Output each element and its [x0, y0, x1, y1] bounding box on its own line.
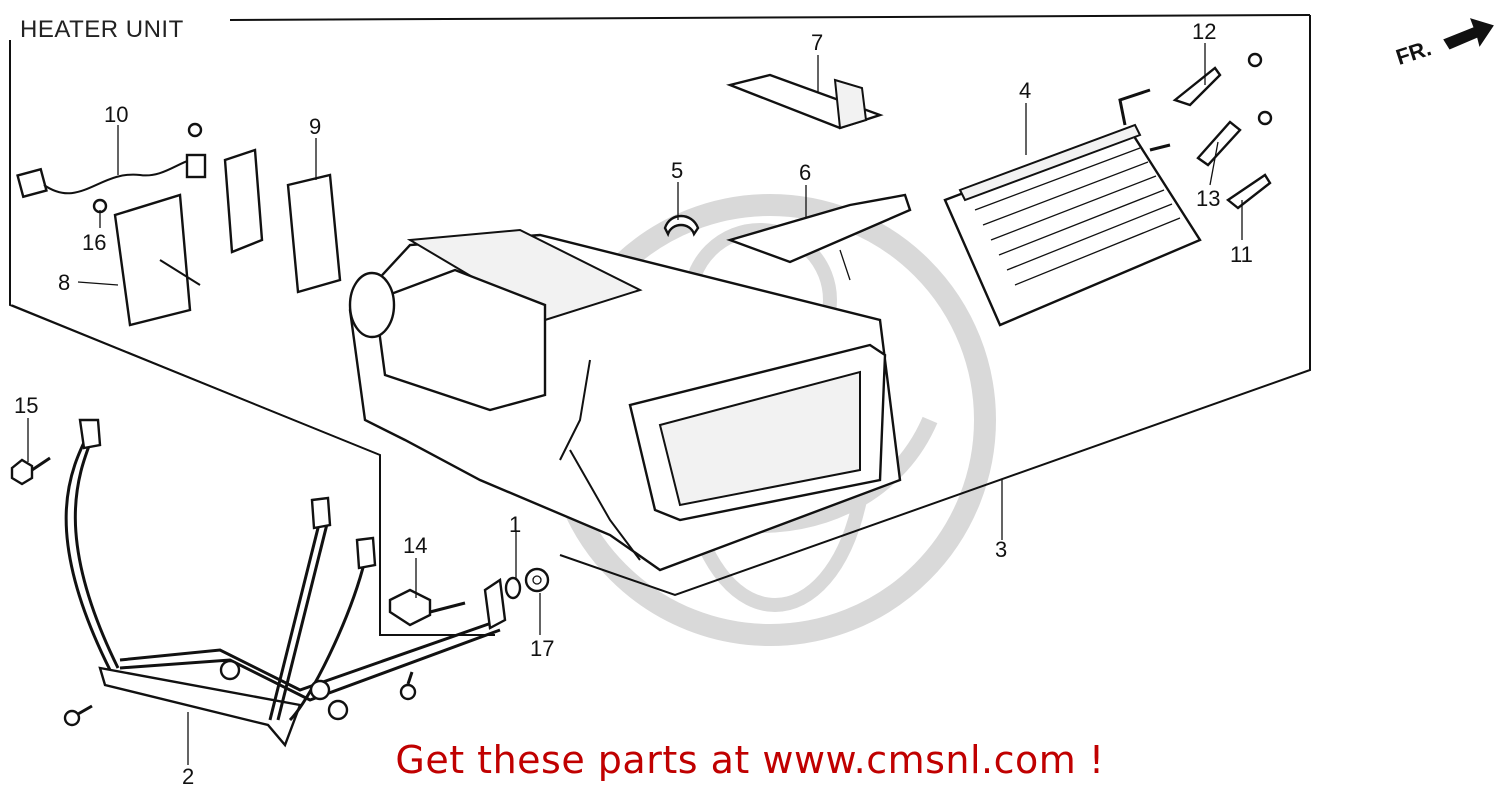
part-8-bracket: [113, 193, 201, 327]
callout-17: 17: [530, 636, 554, 661]
leader-lines: [27, 43, 1243, 765]
callout-7: 7: [811, 30, 823, 55]
callout-9: 9: [309, 114, 321, 139]
callout-8: 8: [58, 270, 70, 295]
callout-13: 13: [1196, 186, 1220, 211]
callout-labels: 1 2 3 4 5 6 7 8 9 10 11 12 13 14 15 16 1…: [14, 19, 1253, 788]
diagram-title: HEATER UNIT: [20, 16, 184, 43]
screw-icon: [63, 198, 417, 727]
part-17-nut: [524, 567, 550, 593]
callout-12: 12: [1192, 19, 1216, 44]
part-6-door: [726, 193, 912, 281]
part-7-cover: [726, 73, 884, 130]
front-arrow-icon: [1443, 18, 1494, 50]
callout-16: 16: [82, 230, 106, 255]
part-4-heater-core: [943, 88, 1202, 327]
part-2-frame: [64, 418, 507, 748]
part-10-harness: [16, 122, 207, 199]
assembly-outline: [9, 14, 1311, 636]
part-12-clamp: [1172, 52, 1263, 107]
part-11-clamp: [1225, 173, 1272, 210]
website-banner[interactable]: Get these parts at www.cmsnl.com !: [395, 738, 1105, 782]
callout-11: 11: [1230, 242, 1253, 267]
callout-5: 5: [671, 158, 683, 183]
part-3-heater-unit: [348, 228, 902, 572]
callout-14: 14: [403, 533, 427, 558]
part-1-washer: [504, 576, 522, 600]
callout-10: 10: [104, 102, 128, 127]
callout-15: 15: [14, 393, 38, 418]
callout-1: 1: [509, 512, 521, 537]
callout-6: 6: [799, 160, 811, 185]
callout-4: 4: [1019, 78, 1031, 103]
part-9-panel: [223, 148, 342, 294]
callout-3: 3: [995, 537, 1007, 562]
part-15-bolt: [10, 456, 51, 486]
callout-2: 2: [182, 764, 194, 788]
part-13-clip: [1196, 110, 1273, 167]
part-14-bracket: [388, 588, 466, 627]
part-5-clip: [663, 214, 700, 238]
